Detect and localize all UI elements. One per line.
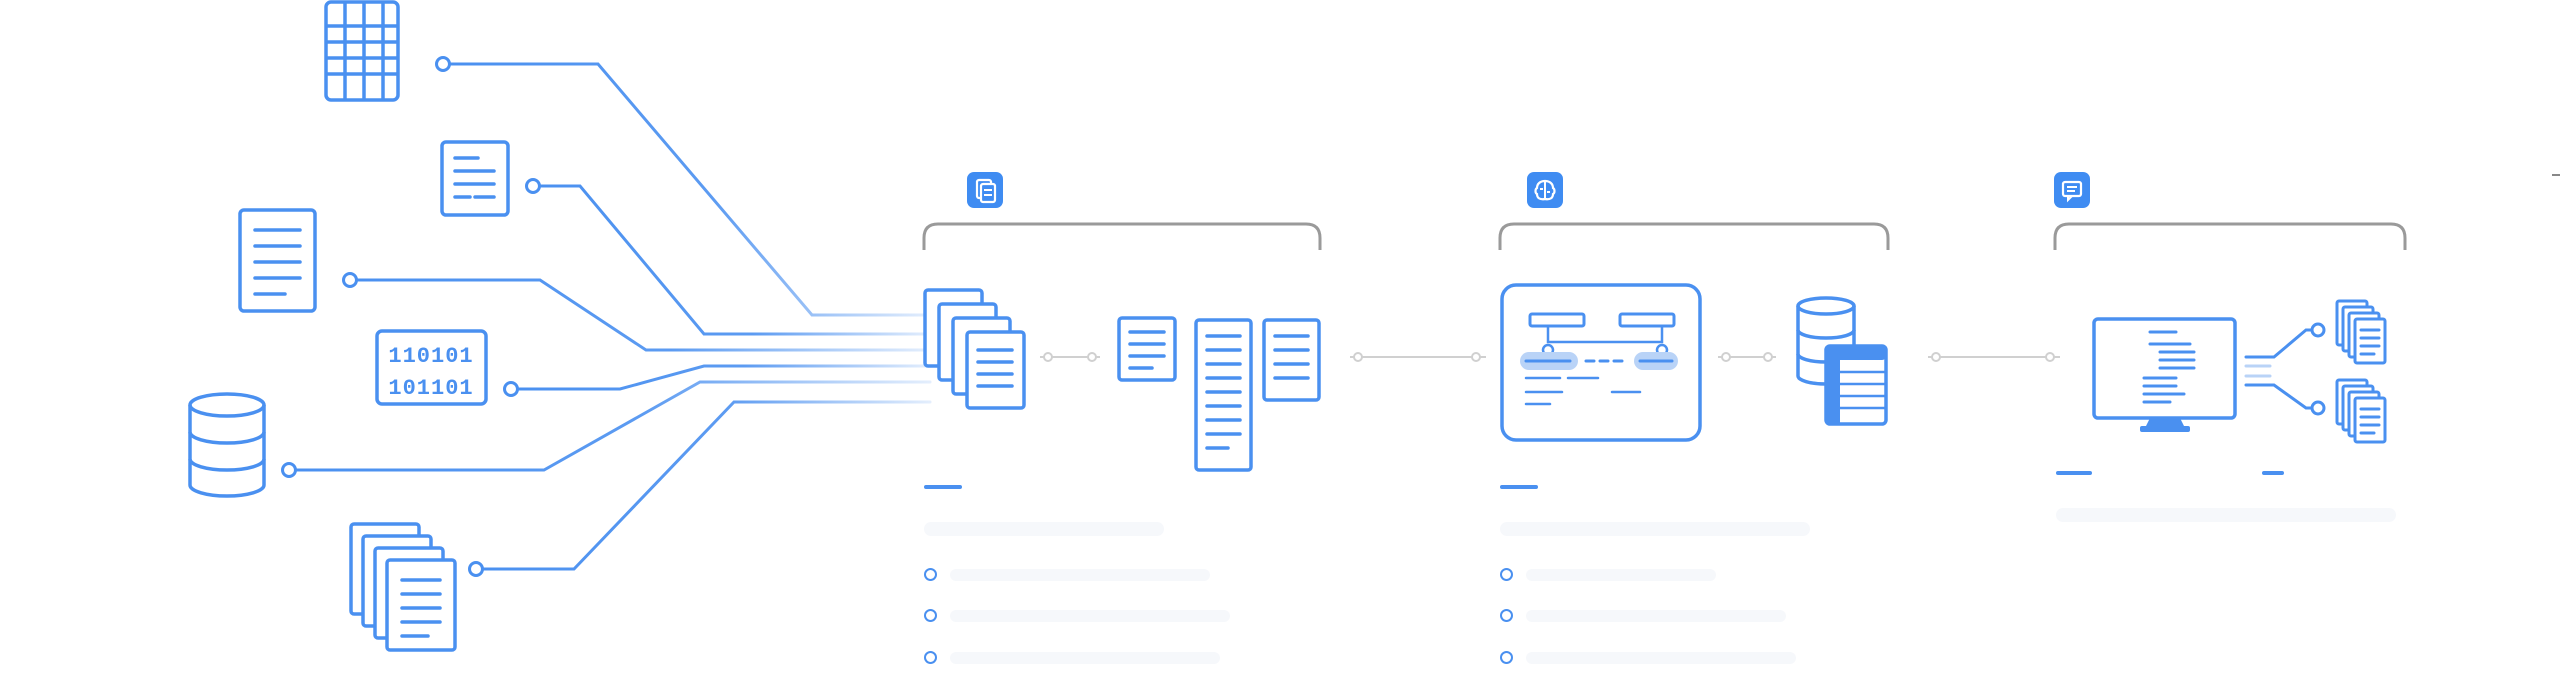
bullet-placeholder — [1526, 652, 1796, 664]
spreadsheet-icon — [324, 0, 400, 102]
section-accent-extraction — [1500, 485, 1538, 489]
bullet-placeholder — [1526, 610, 1786, 622]
section-accent-medical — [924, 485, 962, 489]
monitor-icon — [2092, 317, 2237, 432]
brain-icon — [1527, 172, 1563, 208]
source-label-sql: SQL — [207, 512, 247, 533]
connector-text — [353, 278, 932, 352]
clinical-record-label: Clinical Record — [1118, 391, 1176, 427]
svg-text:110101: 110101 — [388, 344, 473, 369]
processed-long-document-icon — [1194, 318, 1253, 472]
section-title-medical-document-ai: Medical Document AI — [1022, 175, 1274, 203]
source-label-hl7: HL7 V2 — [398, 416, 464, 437]
connector-csv — [446, 62, 932, 317]
section-description-extraction — [1500, 522, 1810, 536]
source-heading: Enterprise Unstructured Data — [87, 106, 207, 171]
clinical-record-icon — [1117, 316, 1177, 382]
connector-endpoints — [281, 56, 541, 577]
chat-icon — [2054, 172, 2090, 208]
connector-sql — [291, 380, 932, 472]
section-title-ai-assisted-chart-review: AI-Assisted Chart Review — [2108, 175, 2411, 203]
edge-mark — [2552, 174, 2560, 176]
section-accent-review-right — [2262, 471, 2284, 475]
processed-documents-label: Processed Documents — [1208, 262, 1302, 301]
section-brackets — [922, 222, 2407, 250]
flow-arrow-2 — [1350, 352, 1486, 362]
text-page-icon — [238, 208, 317, 313]
bullet-placeholder — [950, 652, 1220, 664]
bullet-dot — [1500, 609, 1513, 622]
incoming-document-stack — [923, 288, 1026, 410]
document-copy-icon — [967, 172, 1003, 208]
bullet-dot — [924, 651, 937, 664]
extraction-panel — [1500, 283, 1702, 442]
connector-docs — [478, 400, 932, 571]
flow-arrow-3 — [1718, 352, 1776, 362]
source-label-text: TEXT — [252, 330, 302, 351]
database-icon — [188, 392, 266, 498]
section-title-clinical-data-extraction: Clinical Data Extraction — [1582, 175, 1862, 203]
flow-arrow-1 — [1040, 352, 1100, 362]
bullet-placeholder — [950, 610, 1230, 622]
section-description-review — [2056, 508, 2396, 522]
flow-arrow-4 — [1928, 352, 2060, 362]
source-connectors — [291, 62, 932, 571]
reviewed-documents-bottom — [2335, 378, 2387, 444]
review-branches — [2244, 322, 2326, 416]
bullet-dot — [1500, 651, 1513, 664]
bullet-placeholder — [950, 569, 1210, 581]
bullet-dot — [924, 609, 937, 622]
bullet-dot — [924, 568, 937, 581]
section-accent-review-left — [2056, 471, 2092, 475]
bullet-placeholder — [1526, 569, 1716, 581]
text-document-icon — [440, 140, 510, 217]
binary-icon: 110101 101101 — [375, 329, 488, 406]
svg-text:101101: 101101 — [388, 376, 473, 401]
source-label-csv: C-CDA — [331, 114, 393, 135]
reviewed-documents-top — [2335, 299, 2387, 365]
section-description-medical — [924, 522, 1164, 536]
connector-hl7 — [514, 364, 932, 391]
connector-pdf — [534, 184, 932, 336]
bullet-dot — [1500, 568, 1513, 581]
source-label-pdf: PDF — [456, 226, 494, 247]
structured-data-icon — [1796, 296, 1888, 426]
processed-short-document-icon — [1262, 318, 1321, 402]
document-stack-icon — [349, 522, 457, 652]
